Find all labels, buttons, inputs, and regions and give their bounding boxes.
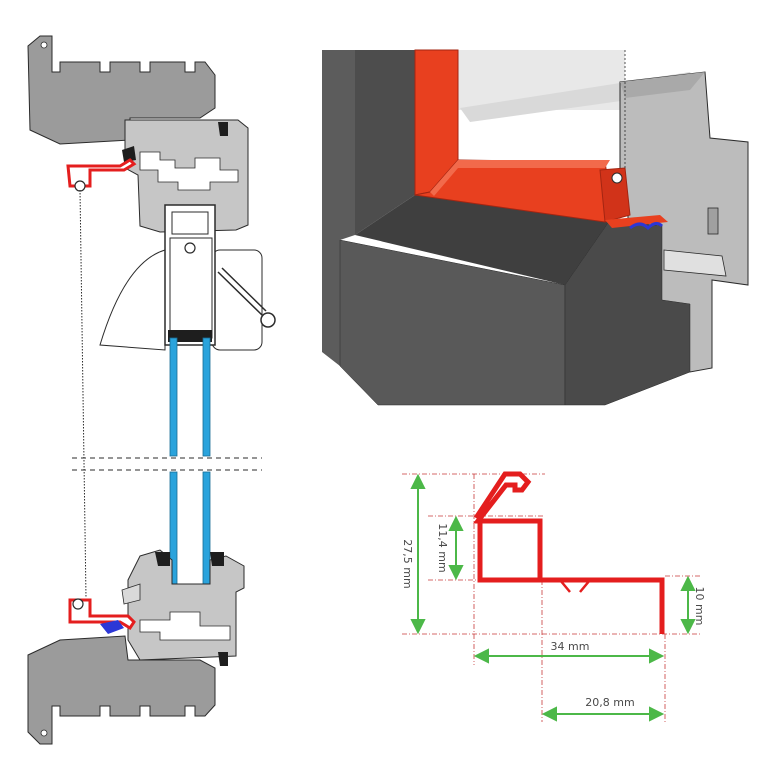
aluminium-profile-outline (472, 471, 665, 634)
leg-width-label: 20,8 mm (585, 696, 634, 709)
mechanism-housing (99, 249, 166, 351)
leg-height-label: 10 mm (693, 587, 706, 626)
upper-sash-channel (139, 151, 239, 191)
total-height-label: 27,5 mm (401, 539, 414, 588)
crank-ring (260, 312, 276, 328)
total-width-label: 34 mm (551, 640, 590, 653)
profile-dimension-drawing: 27,5 mm 11,4 mm 10 mm 34 mm 20,8 mm (401, 471, 706, 722)
brush-seal (629, 221, 664, 231)
wall-inner (355, 50, 415, 235)
wall-block-front (339, 239, 566, 406)
dimension-arrows (410, 473, 696, 722)
upper-height-label: 11,4 mm (436, 523, 449, 572)
isometric-view (322, 49, 749, 406)
glass-pane-left-top (169, 337, 178, 457)
cross-section-view (27, 35, 276, 745)
wall-left (322, 50, 355, 366)
glass-pane-right-top (202, 337, 211, 457)
guide-lines (402, 473, 700, 722)
frame-hole (40, 41, 48, 49)
bottom-frame-profile (27, 635, 216, 745)
glass-pane-right-bottom (202, 471, 211, 585)
lower-sash-profile (127, 549, 245, 661)
cord-line (79, 189, 87, 599)
wall-top-face (355, 195, 610, 285)
